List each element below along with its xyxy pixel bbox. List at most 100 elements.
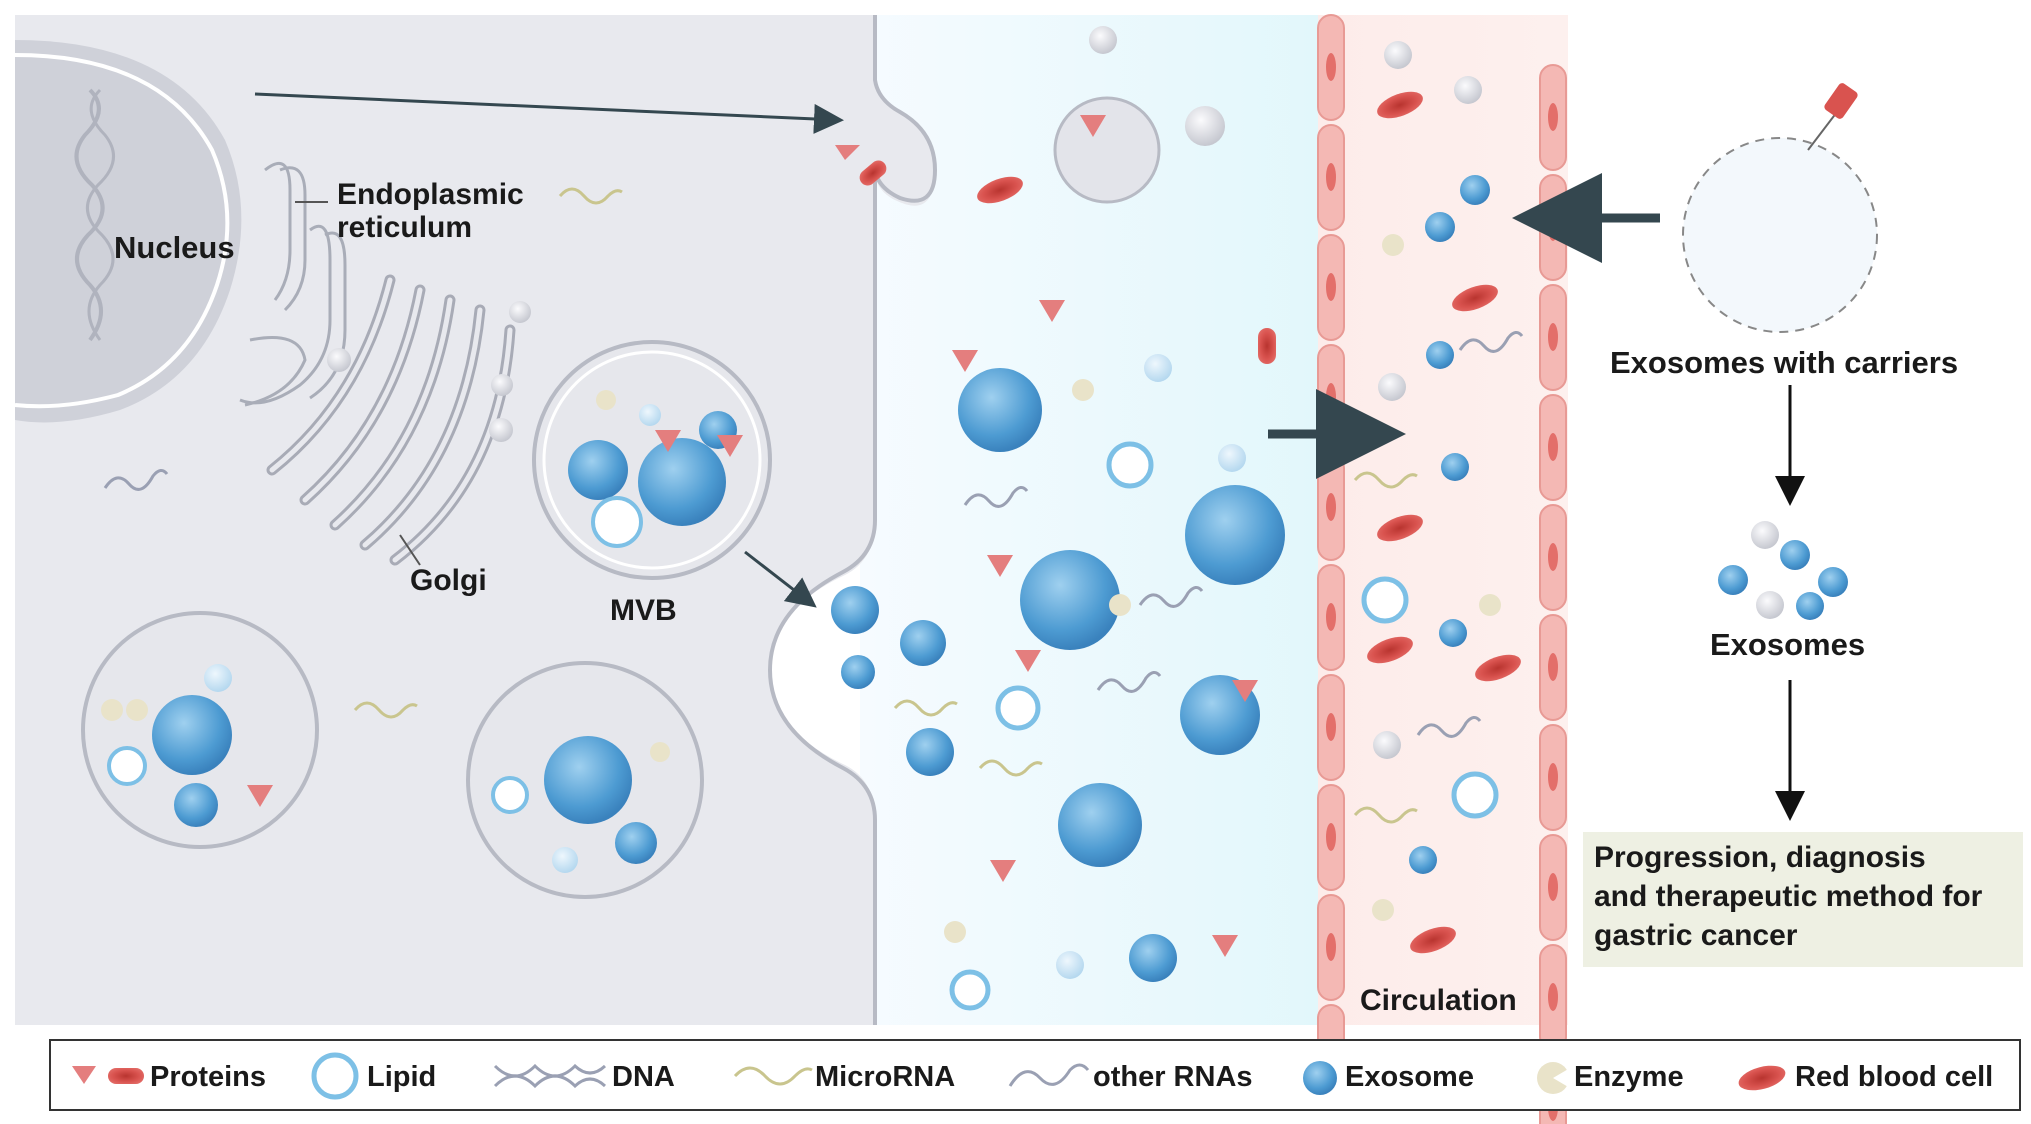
exosome	[1129, 934, 1177, 982]
lipid	[1106, 441, 1154, 489]
vessel-wall-nucleus	[1548, 983, 1558, 1011]
red-blood-cell	[1377, 91, 1423, 119]
protein	[1232, 680, 1258, 702]
exosomes-label: Exosomes	[1710, 627, 1865, 662]
microrna	[558, 187, 623, 205]
release-arrow	[744, 550, 817, 608]
protein	[1258, 328, 1276, 364]
exosome	[1780, 540, 1810, 570]
other-rna	[1416, 716, 1482, 738]
vesicle-lower-middle	[466, 661, 704, 899]
exosome	[1058, 783, 1142, 867]
golgi-pointer	[399, 534, 421, 566]
red-blood-cell	[1475, 654, 1521, 682]
vessel-wall-nucleus	[1326, 933, 1336, 961]
outcome-line1: Progression, diagnosis	[1594, 841, 1926, 874]
circulation-label: Circulation	[1360, 984, 1517, 1017]
particle-grey	[1089, 26, 1117, 54]
cell-membrane-edge	[875, 15, 935, 204]
carriers-label: Exosomes with carriers	[1610, 345, 1958, 380]
outcome-box	[1583, 832, 2023, 967]
vessel-wall-nucleus	[1326, 163, 1336, 191]
vessel-wall-nucleus	[1326, 383, 1336, 411]
vessel-wall-nucleus	[1548, 103, 1558, 131]
particle-grey	[1751, 521, 1779, 549]
endoplasmic-reticulum	[239, 161, 347, 407]
mvb	[532, 340, 772, 580]
golgi-apparatus-inner	[269, 277, 513, 563]
protein	[1080, 115, 1106, 137]
vessel-wall-nucleus	[1326, 273, 1336, 301]
vessel-wall-nucleus	[1548, 873, 1558, 901]
vessel-wall-nucleus	[1326, 603, 1336, 631]
particle-grey	[1378, 373, 1406, 401]
vessel-wall-nucleus	[1548, 323, 1558, 351]
protein	[987, 555, 1013, 577]
other-rna	[1458, 331, 1524, 353]
blood-vessel	[1318, 15, 1568, 1025]
legend-exosome: Exosome	[1345, 1061, 1474, 1093]
vesicle	[489, 418, 513, 442]
exosome	[1818, 567, 1848, 597]
other-rna	[1096, 671, 1162, 693]
lipid	[1361, 576, 1409, 624]
legend-lipid-icon	[311, 1052, 359, 1100]
legend-other-rnas: other RNAs	[1093, 1061, 1253, 1093]
protein	[1212, 935, 1238, 957]
nucleus	[14, 40, 242, 423]
protein	[247, 785, 273, 807]
light-exosome	[1144, 354, 1172, 382]
legend-microrna: MicroRNA	[815, 1061, 955, 1093]
red-blood-cell	[1410, 926, 1456, 954]
legend-rbc-icon	[1738, 1065, 1786, 1091]
vesicle	[491, 374, 513, 396]
legend-other-rnas-icon	[1008, 1063, 1090, 1087]
vessel-wall-nucleus	[1326, 823, 1336, 851]
microrna	[1353, 806, 1418, 824]
particle-grey	[1454, 76, 1482, 104]
lipid	[995, 685, 1041, 731]
legend-proteins-icon	[72, 1066, 96, 1084]
particle-grey	[1185, 106, 1225, 146]
red-blood-cell	[1377, 514, 1423, 542]
er-label-line1: Endoplasmic	[337, 178, 524, 211]
exosome	[900, 620, 946, 666]
red-blood-cell	[977, 176, 1023, 204]
legend-lipid: Lipid	[367, 1061, 436, 1093]
golgi-label: Golgi	[410, 564, 487, 597]
lipid	[1451, 771, 1499, 819]
vesicle	[509, 301, 531, 323]
legend: Proteins Lipid DNA MicroRNA other RNAs E…	[72, 1052, 1993, 1100]
protein	[952, 350, 978, 372]
exosome	[1409, 846, 1437, 874]
exosome	[1426, 341, 1454, 369]
particle-grey	[1384, 41, 1412, 69]
protein	[990, 860, 1016, 882]
legend-dna-icon	[493, 1063, 607, 1089]
legend-exosome-icon	[1303, 1061, 1337, 1095]
lipid	[949, 969, 991, 1011]
exosome	[841, 655, 875, 689]
red-blood-cell	[1452, 284, 1498, 312]
exosome	[1439, 619, 1467, 647]
enzyme	[1382, 234, 1404, 256]
enzyme	[1072, 379, 1094, 401]
particle-grey	[1756, 591, 1784, 619]
exosome	[1020, 550, 1120, 650]
legend-proteins: Proteins	[150, 1061, 266, 1093]
outcome-line2: and therapeutic method for	[1594, 880, 1983, 913]
bud-protein	[835, 145, 860, 160]
exosome	[1796, 592, 1824, 620]
protein	[1039, 300, 1065, 322]
nucleus-label: Nucleus	[114, 230, 235, 265]
exosome	[1425, 212, 1455, 242]
outcome-line3: gastric cancer	[1594, 919, 1798, 952]
exosome	[1441, 453, 1469, 481]
legend-enzyme-notch	[1553, 1068, 1570, 1088]
bud-protein	[859, 160, 887, 186]
legend-rbc: Red blood cell	[1795, 1061, 1993, 1093]
protein	[717, 435, 743, 457]
exosome	[1180, 675, 1260, 755]
other-rna	[103, 469, 169, 491]
